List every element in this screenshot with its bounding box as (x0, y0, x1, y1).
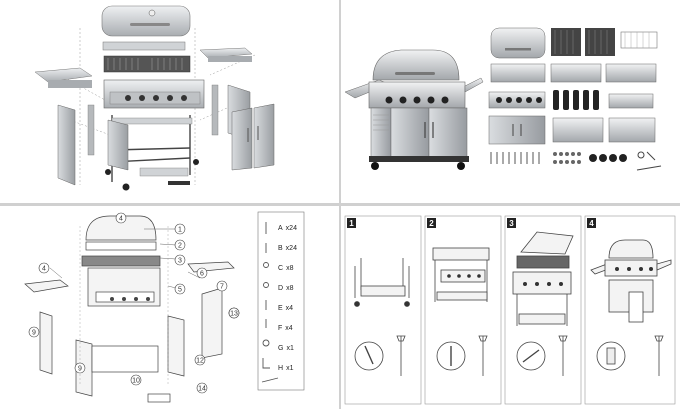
panel-9-drawing (39, 311, 53, 375)
callout-6: 6 (196, 267, 208, 279)
step-3-drawing (512, 231, 574, 376)
step-badge-4: 4 (587, 218, 596, 228)
line-diagram-panel: 123445678991011121314 Ax24Bx24Cx8Dx8Ex4F… (0, 206, 339, 409)
callout-4: 4 (115, 212, 127, 224)
callout-7: 7 (216, 280, 228, 292)
line-diagram-illustration: 123445678991011121314 Ax24Bx24Cx8Dx8Ex4F… (24, 211, 305, 403)
callout-1: 1 (174, 223, 186, 235)
cabinet-doors (231, 103, 275, 171)
screws (490, 152, 540, 164)
svg-text:10: 10 (132, 377, 140, 384)
left-side-panel (57, 104, 76, 186)
washers (553, 152, 581, 164)
step-badge-2: 2 (427, 218, 436, 228)
left-side-shelf (34, 67, 93, 83)
horizontal-divider (0, 203, 680, 206)
callout-14: 14 (196, 382, 208, 394)
svg-text:1: 1 (349, 219, 354, 228)
step-4-drawing (590, 239, 672, 376)
svg-text:5: 5 (178, 286, 182, 293)
grease-tray (139, 167, 189, 177)
callout-9: 9 (74, 362, 86, 374)
step-badge-3: 3 (507, 218, 516, 228)
parts-grid (488, 27, 662, 171)
svg-text:12: 12 (196, 357, 204, 364)
grill-lid (101, 5, 191, 37)
right-side-shelf (199, 47, 253, 59)
svg-text:2: 2 (429, 219, 434, 228)
exploded-view-illustration (34, 5, 275, 191)
step-badges: 1 2 3 4 (347, 218, 596, 228)
svg-text:7: 7 (220, 283, 224, 290)
firebox (103, 79, 205, 109)
svg-text:4: 4 (119, 215, 123, 222)
warming-rack (102, 41, 186, 51)
assembly-steps-panel: 1 2 3 4 (341, 206, 680, 409)
parts-overview-illustration (344, 27, 662, 171)
svg-text:6: 6 (200, 270, 204, 277)
callout-12: 12 (194, 354, 206, 366)
svg-text:2: 2 (178, 242, 182, 249)
svg-text:13: 13 (230, 310, 238, 317)
left-shelf-drawing (24, 279, 69, 293)
caster-wheels (589, 154, 627, 162)
cart-base-drawing (91, 345, 159, 373)
callout-10: 10 (130, 374, 142, 386)
step-1-drawing (354, 258, 410, 376)
svg-text:1: 1 (178, 226, 182, 233)
svg-text:4: 4 (42, 265, 46, 272)
exploded-view-panel (0, 0, 339, 203)
grease-cup (168, 181, 190, 185)
hardware-icons (261, 222, 279, 383)
door-drawing (201, 287, 223, 359)
svg-text:3: 3 (509, 219, 514, 228)
right-shelf-drawing (187, 261, 235, 273)
callout-bubbles: 123445678991011121314 (28, 212, 240, 394)
hardware-list-box (257, 211, 305, 391)
svg-text:4: 4 (589, 219, 594, 228)
svg-text:9: 9 (78, 365, 82, 372)
callout-9: 9 (28, 326, 40, 338)
callout-3: 3 (174, 254, 186, 266)
callout-5: 5 (174, 283, 186, 295)
callout-4: 4 (38, 262, 50, 274)
svg-text:3: 3 (178, 257, 182, 264)
step-badge-1: 1 (347, 218, 356, 228)
assembled-grill (344, 49, 484, 170)
parts-overview-panel (341, 0, 680, 203)
svg-text:9: 9 (32, 329, 36, 336)
cooking-grates (103, 55, 191, 73)
step-2-drawing (432, 247, 490, 376)
svg-text:14: 14 (198, 385, 206, 392)
callout-13: 13 (228, 307, 240, 319)
lid-drawing (85, 215, 157, 241)
assembly-steps-illustration: 1 2 3 4 (344, 215, 676, 405)
casters (105, 159, 199, 191)
callout-2: 2 (174, 239, 186, 251)
control-knobs (125, 95, 187, 101)
tools (636, 151, 662, 171)
